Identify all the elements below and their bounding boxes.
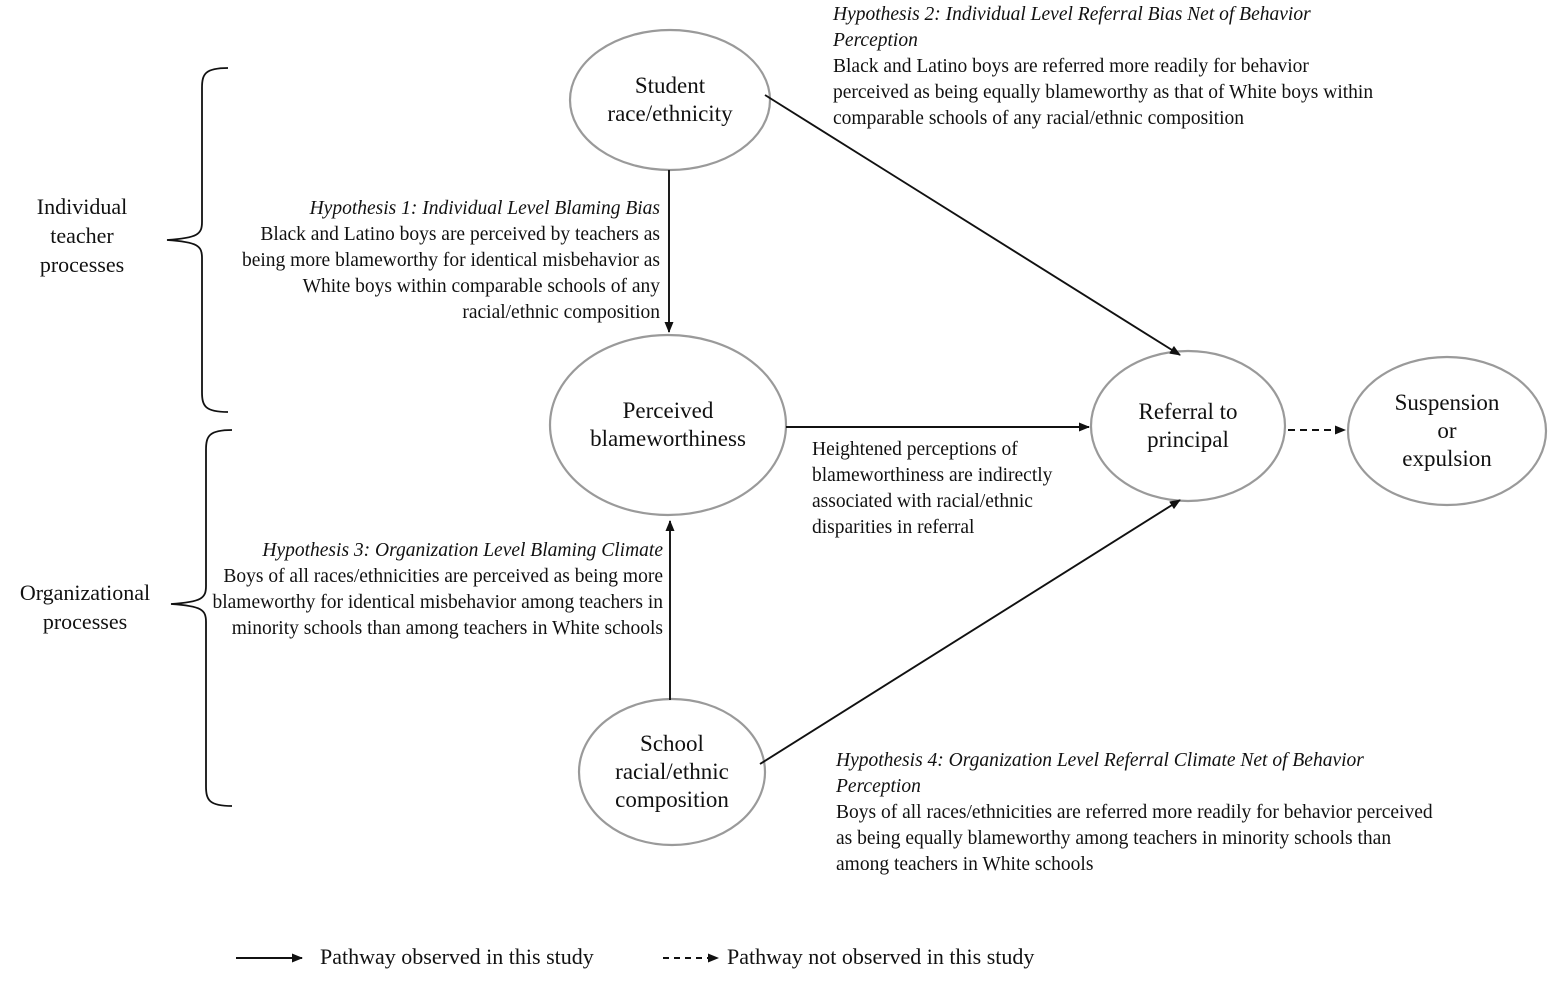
hypothesis-4-title: Hypothesis 4: Organization Level Referra… — [836, 750, 1364, 798]
hypothesis-3-title: Hypothesis 3: Organization Level Blaming… — [262, 540, 663, 561]
arrow-student-race-to-referral — [764, 94, 1181, 356]
legend-solid-label: Pathway observed in this study — [320, 944, 594, 969]
hypothesis-1-title: Hypothesis 1: Individual Level Blaming B… — [309, 198, 660, 219]
legend-dashed-label: Pathway not observed in this study — [727, 944, 1035, 969]
legend-dashed-item: Pathway not observed in this study — [663, 944, 1034, 970]
group-label-organizational-processes: Organizational processes — [19, 580, 151, 635]
bracket-individual-teacher-processes — [166, 67, 229, 413]
node-school-composition-label: School racial/ethnic composition — [615, 730, 729, 813]
node-referral-to-principal-label: Referral to principal — [1138, 398, 1238, 452]
hypothesis-2-body: Black and Latino boys are referred more … — [833, 56, 1374, 130]
legend-dashed-arrow-slot — [663, 957, 689, 958]
hypothesis-2-title: Hypothesis 2: Individual Level Referral … — [833, 4, 1311, 52]
group-label-individual-teacher-processes: Individual teacher processes — [36, 194, 128, 278]
hypothesis-1-body: Black and Latino boys are perceived by t… — [241, 224, 660, 324]
node-suspension-or-expulsion-label: Suspension or expulsion — [1394, 389, 1500, 472]
hypothesis-4-body: Boys of all races/ethnicities are referr… — [836, 802, 1433, 876]
legend-solid-item: Pathway observed in this study — [236, 944, 594, 970]
hypothesis-1-text: Hypothesis 1: Individual Level Blaming B… — [228, 196, 660, 326]
legend-solid-arrow-slot — [236, 957, 262, 958]
node-student-race-label: Student race/ethnicity — [607, 72, 733, 126]
node-perceived-blameworthiness-label: Perceived blameworthiness — [590, 397, 746, 451]
hypothesis-3-body: Boys of all races/ethnicities are percei… — [212, 566, 663, 640]
legend-solid-arrow-slot-3 — [288, 957, 314, 958]
hypothesis-4-text: Hypothesis 4: Organization Level Referra… — [836, 748, 1436, 878]
hypothesis-2-text: Hypothesis 2: Individual Level Referral … — [833, 2, 1378, 132]
annotation-mediation-note: Heightened perceptions of blameworthines… — [812, 439, 1053, 539]
hypothesis-3-text: Hypothesis 3: Organization Level Blaming… — [205, 538, 663, 642]
legend-solid-arrow-slot-2 — [262, 957, 288, 958]
legend-dashed-arrow-slot-2 — [689, 957, 715, 958]
